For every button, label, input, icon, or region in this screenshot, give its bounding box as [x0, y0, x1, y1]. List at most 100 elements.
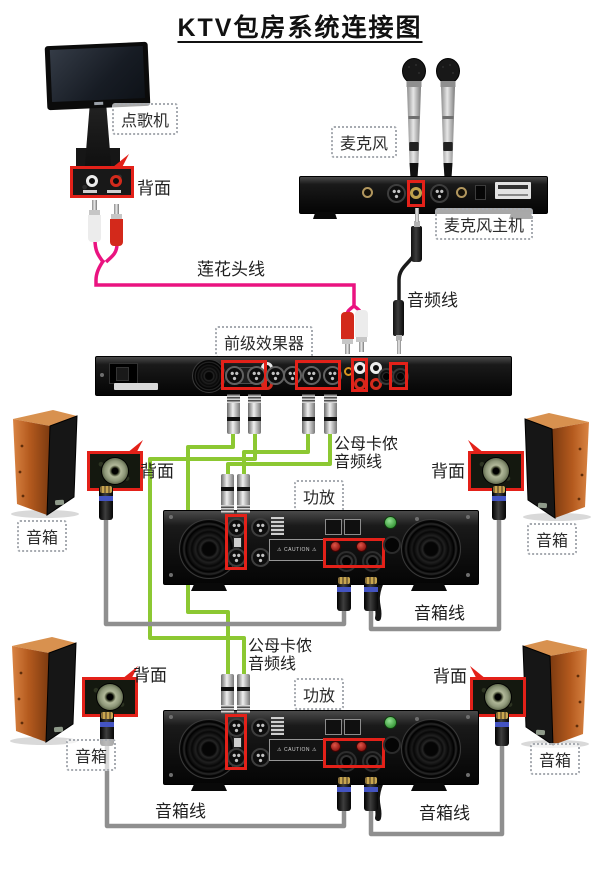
speakon-output-1: [336, 751, 357, 772]
caution-label: ⚠CAUTION⚠: [269, 739, 325, 761]
label-frame: [344, 719, 361, 735]
xlr-out-2: [430, 184, 449, 203]
amp-foot: [191, 583, 227, 591]
speaker-logo-badge: [535, 729, 546, 736]
speaker-cabinet: [11, 410, 79, 518]
mode-switch: [233, 737, 242, 748]
warning-icon: ⚠: [312, 747, 317, 753]
screw: [169, 515, 173, 519]
screw: [466, 773, 470, 777]
caution-label: ⚠CAUTION⚠: [269, 539, 325, 561]
speaker-cable-label-1: 音箱线: [414, 604, 465, 623]
xlr-plug: [237, 474, 250, 514]
xlr-out-a1: [225, 366, 244, 385]
speaker-logo-badge: [54, 499, 65, 506]
xlr-cable-label-2: 公母卡侬 音频线: [248, 638, 313, 673]
xlr-out-c1: [302, 366, 321, 385]
speaker-cable-label-2: 音箱线: [155, 802, 206, 821]
screen-panel: [49, 45, 146, 103]
speaker-label-tr: 音箱: [527, 523, 578, 555]
speaker-top-left: [7, 406, 81, 523]
rca-rec-white: [354, 362, 366, 374]
amp2-label: 功放: [294, 678, 345, 710]
effector-label: 前级效果器: [215, 326, 314, 358]
rca-plug-red: [110, 204, 123, 246]
rca-rec-red: [354, 378, 366, 390]
amp-foot: [411, 783, 447, 791]
xlr-input-2: [227, 748, 246, 767]
ts-jack-2: [392, 368, 409, 385]
xlr-input-1: [227, 518, 246, 537]
xlr-out-1: [387, 184, 406, 203]
fan-right: [401, 719, 461, 779]
wireless-microphone: [436, 58, 460, 178]
xlr-link-2: [251, 748, 270, 767]
caution-text: CAUTION: [284, 747, 310, 753]
back-label-tr: 背面: [431, 462, 465, 481]
xlr-link-2: [251, 548, 270, 567]
speakon-plug: [100, 712, 114, 746]
speaker-back-callout: [470, 677, 526, 717]
back-label-bl: 背面: [133, 666, 167, 685]
speakon-jack: [102, 458, 128, 484]
screw: [466, 515, 470, 519]
speaker-grille: [46, 415, 78, 516]
xlr-plug: [221, 674, 234, 714]
speakon-output-1: [336, 551, 357, 572]
speaker-bottom-right: [519, 636, 593, 753]
amp-foot: [191, 783, 227, 791]
mic-windscreen: [402, 58, 426, 84]
xlr-plug: [227, 394, 240, 434]
serial-sticker: [114, 383, 158, 390]
xlr-input-2: [227, 548, 246, 567]
player-label: 点歌机: [112, 103, 179, 135]
speaker-label-tl: 音箱: [17, 520, 68, 552]
back-label-br: 背面: [433, 667, 467, 686]
mic-body: [407, 87, 421, 163]
screw: [415, 517, 419, 521]
mic-windscreen: [436, 58, 460, 84]
rca-plug-red-down: [341, 312, 354, 354]
speaker-top-right: [521, 409, 595, 526]
speaker-cable-label-3: 音箱线: [419, 804, 470, 823]
label-frame: [325, 719, 342, 735]
xlr-cable-label-1: 公母卡侬 音频线: [334, 436, 399, 471]
xlr-plug: [302, 394, 315, 434]
warning-icon: ⚠: [312, 547, 317, 553]
power-button: [384, 516, 397, 529]
rca-cable-pink: [93, 239, 363, 316]
label-frame: [325, 519, 342, 535]
rca-orange: [344, 367, 353, 376]
xlr-link-1: [251, 518, 270, 537]
xlr-out-c2: [323, 366, 342, 385]
warning-sticker: [495, 182, 531, 199]
speaker-back-callout: [87, 451, 143, 491]
screw: [466, 573, 470, 577]
microphone-2: [435, 58, 461, 185]
speakon-plug: [364, 777, 378, 811]
microphone-label: 麦克风: [331, 126, 398, 158]
speakon-plug: [99, 486, 113, 520]
mic-receiver-label: 麦克风主机: [435, 208, 534, 240]
antenna-jack-a: [362, 187, 373, 198]
speakon-plug: [337, 577, 351, 611]
speakon-jack: [485, 684, 511, 710]
speakon-plug: [337, 777, 351, 811]
speaker-grille: [45, 642, 77, 743]
screw: [169, 715, 173, 719]
speaker-logo-badge: [537, 502, 548, 509]
power-amplifier-rear: ⚠CAUTION⚠: [163, 510, 479, 591]
speakon-output-2: [362, 751, 383, 772]
power-rocker: [109, 363, 138, 384]
mic-body: [441, 87, 455, 163]
mix-output-jack: [410, 187, 422, 199]
rca-cable-label: 莲花头线: [197, 260, 265, 279]
speaker-grille: [524, 418, 556, 519]
speaker-grille: [522, 645, 554, 746]
power-button: [384, 716, 397, 729]
amp-foot: [411, 583, 447, 591]
warning-icon: ⚠: [277, 547, 282, 553]
speakon-jack: [97, 684, 123, 710]
xlr-plug: [324, 394, 337, 434]
page-title: KTV包房系统连接图: [177, 14, 423, 42]
